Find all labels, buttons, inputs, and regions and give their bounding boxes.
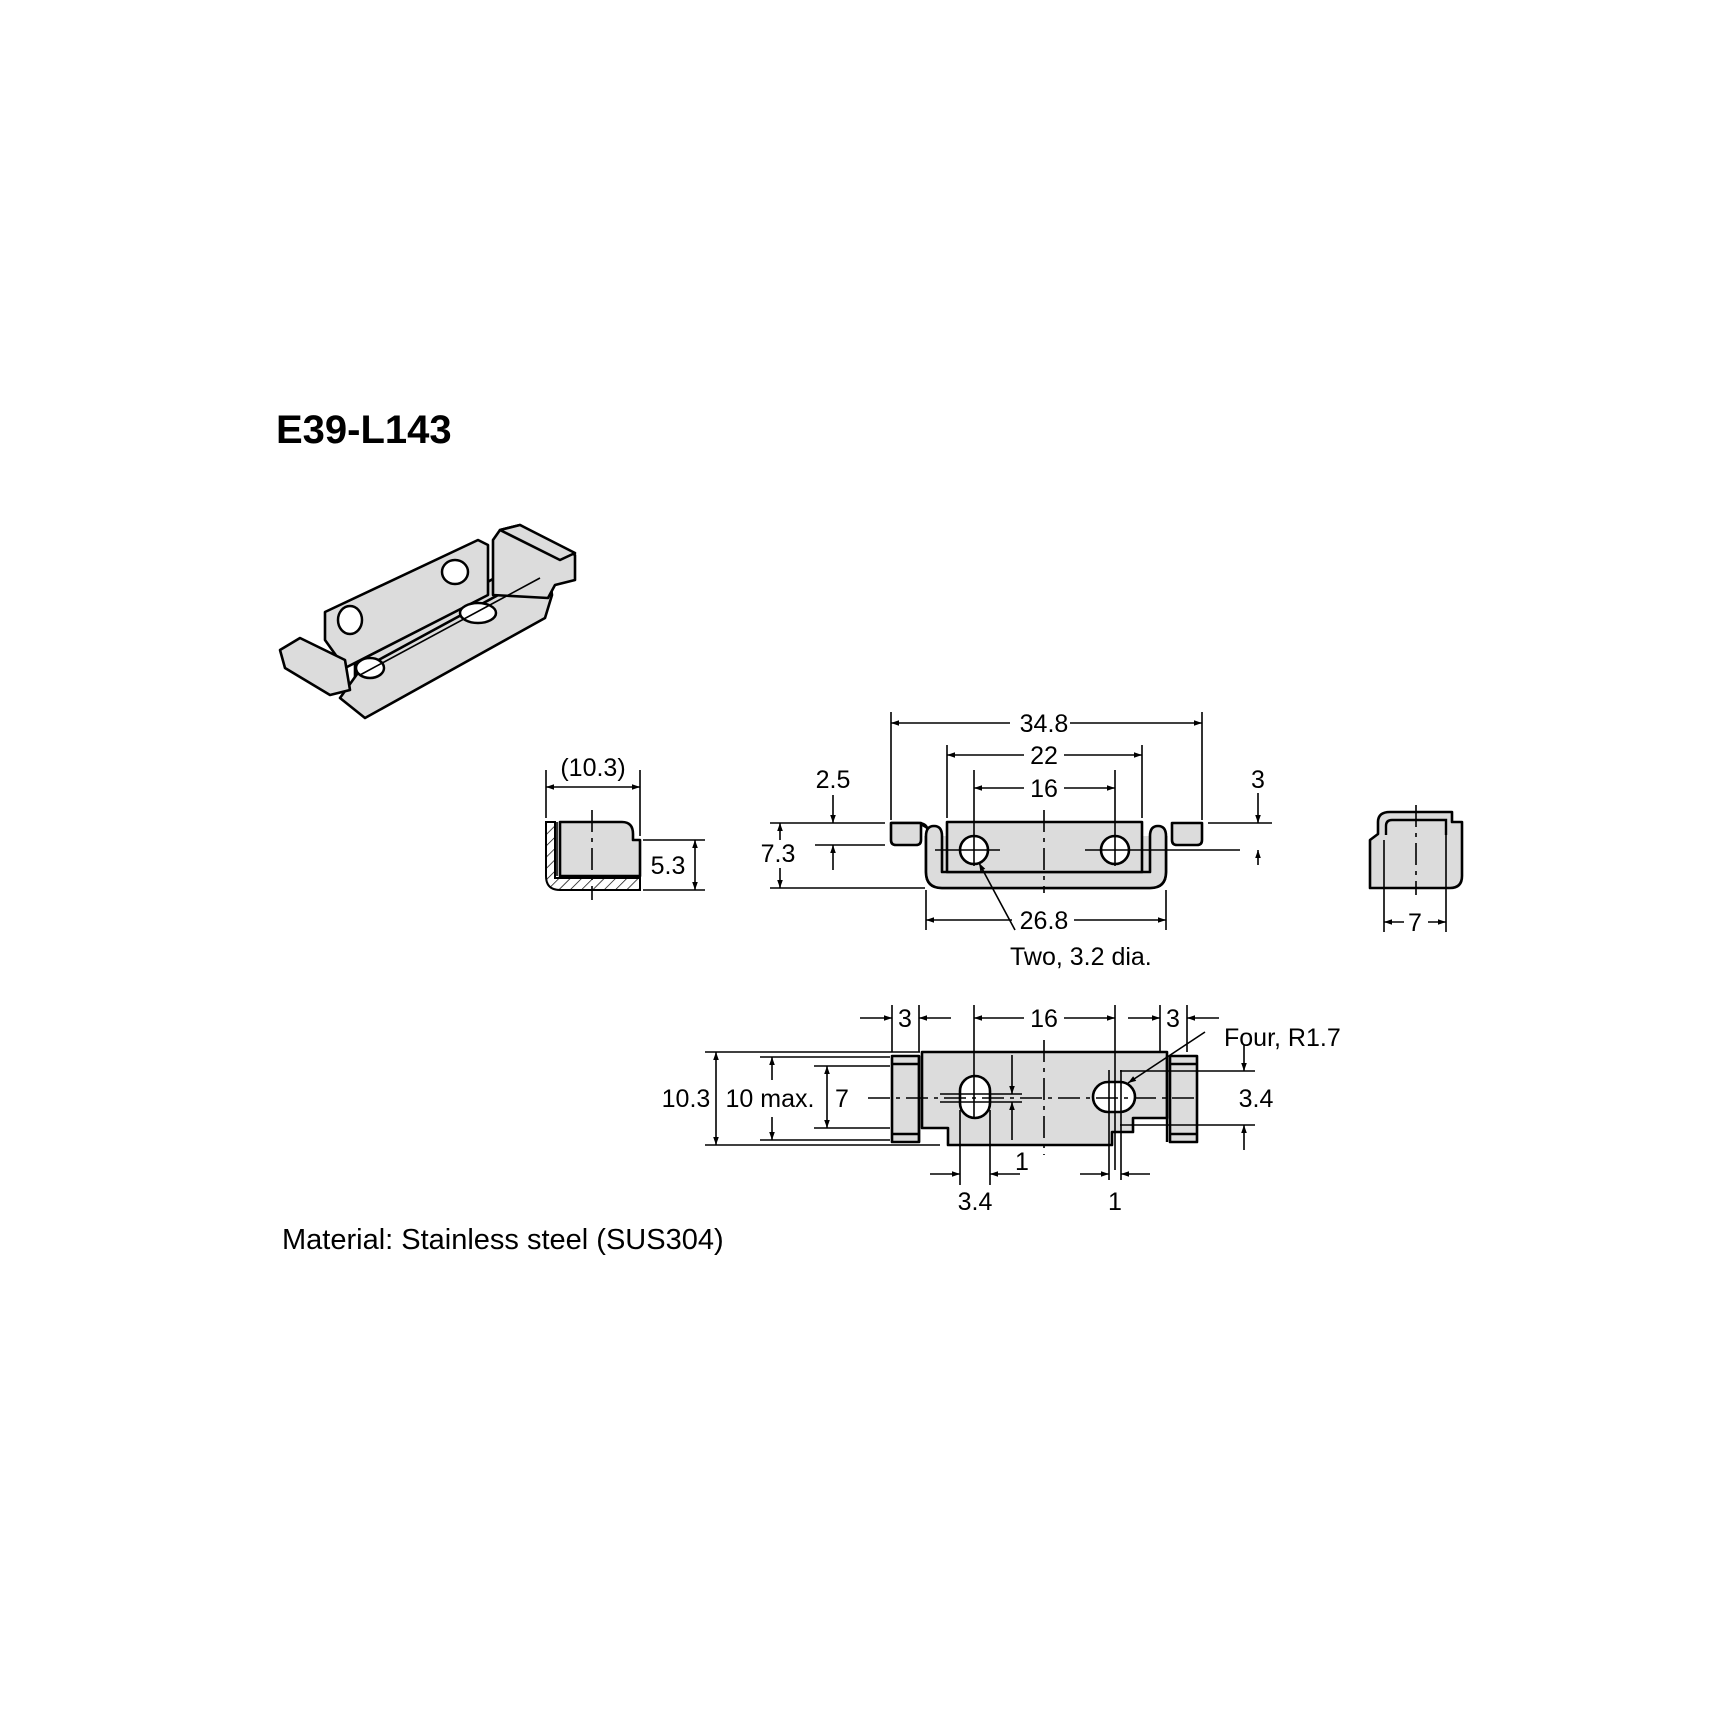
part-number-title: E39-L143 xyxy=(276,408,452,452)
left-side-view: (10.3) 5.3 xyxy=(545,754,705,900)
left-height-label: 5.3 xyxy=(651,852,686,880)
front-total-height-label: 7.3 xyxy=(761,840,796,868)
front-pitch-label: 16 xyxy=(1030,775,1058,803)
hole-note-label: Two, 3.2 dia. xyxy=(1010,943,1152,971)
plan-slot-offset-right-label: 1 xyxy=(1108,1188,1122,1216)
plan-slot-offset-left-label: 1 xyxy=(1015,1148,1029,1176)
plan-max-height-label: 10 max. xyxy=(726,1085,815,1113)
left-width-label: (10.3) xyxy=(560,754,625,782)
front-flange-height-label: 2.5 xyxy=(816,766,851,794)
front-view: 34.8 22 16 2.5 7.3 3 26.8 Two, 3.2 di xyxy=(760,708,1272,971)
plan-overall-height-label: 10.3 xyxy=(662,1085,711,1113)
isometric-view xyxy=(278,523,577,720)
right-side-view: 7 xyxy=(1368,805,1464,937)
plan-right-tab-label: 3 xyxy=(1166,1005,1180,1033)
front-inner-label: 22 xyxy=(1030,742,1058,770)
front-base-width-label: 26.8 xyxy=(1020,907,1069,935)
material-note: Material: Stainless steel (SUS304) xyxy=(282,1224,724,1256)
plan-view: 3 16 3 Four, R1.7 10.3 10 max. 7 3. xyxy=(662,1004,1341,1216)
right-width-label: 7 xyxy=(1408,909,1422,937)
plan-left-tab-label: 3 xyxy=(898,1005,912,1033)
plan-pitch-label: 16 xyxy=(1030,1005,1058,1033)
front-right-flange-label: 3 xyxy=(1251,766,1265,794)
plan-inner-height-label: 7 xyxy=(835,1085,849,1113)
plan-slot-width-label: 3.4 xyxy=(1239,1085,1274,1113)
plan-slot-length-left-label: 3.4 xyxy=(958,1188,993,1216)
front-overall-label: 34.8 xyxy=(1020,710,1069,738)
slot-note-label: Four, R1.7 xyxy=(1224,1024,1341,1052)
